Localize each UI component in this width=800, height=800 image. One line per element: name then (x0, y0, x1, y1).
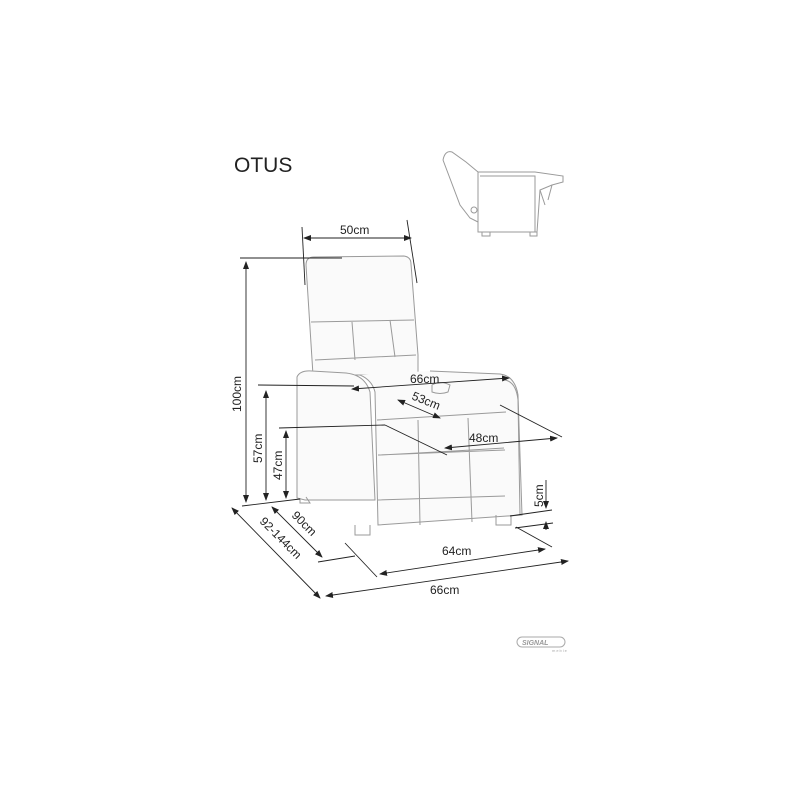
label-backrest-width: 50cm (340, 223, 369, 237)
reclined-chair-thumbnail (442, 151, 564, 237)
svg-text:meble: meble (552, 648, 568, 653)
label-seat-height: 47cm (271, 451, 285, 480)
label-total-height: 100cm (230, 376, 244, 412)
signal-logo: SIGNAL meble (516, 636, 568, 653)
label-armrest-width: 66cm (410, 372, 439, 386)
label-armrest-height: 57cm (251, 434, 265, 463)
chair-drawing (296, 255, 523, 536)
svg-text:SIGNAL: SIGNAL (522, 640, 548, 647)
label-base-width: 64cm (442, 544, 471, 558)
label-depth: 90cm (289, 508, 320, 539)
dimension-lines (231, 219, 569, 599)
label-total-width: 66cm (430, 583, 459, 597)
label-leg-height: 5cm (532, 484, 546, 507)
label-seat-width: 48cm (469, 431, 498, 445)
product-title: OTUS (234, 154, 292, 177)
